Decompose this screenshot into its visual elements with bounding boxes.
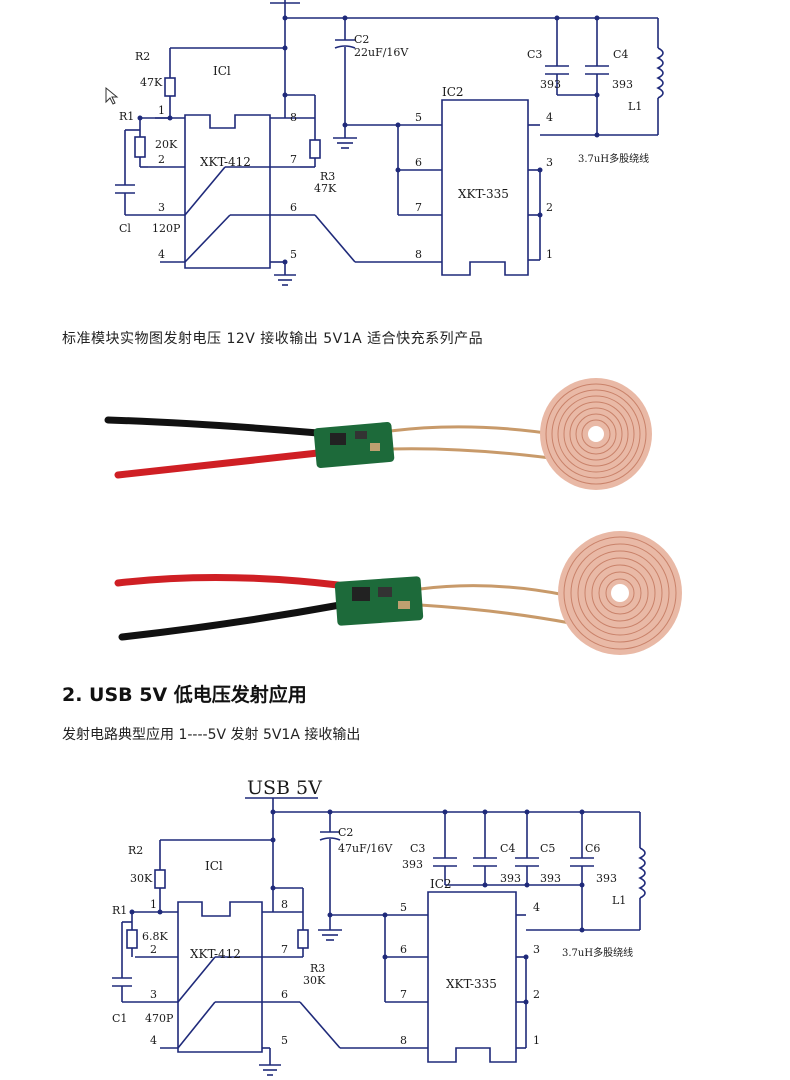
svg-text:6: 6 xyxy=(281,988,288,1001)
svg-text:7: 7 xyxy=(415,201,422,214)
module-upper xyxy=(104,378,652,490)
svg-text:4: 4 xyxy=(150,1034,157,1047)
c6-value-2: 393 xyxy=(596,872,617,885)
svg-text:6: 6 xyxy=(415,156,422,169)
r1-label-2: R1 xyxy=(112,904,127,917)
c1-value: 120P xyxy=(152,222,181,235)
l1-label: L1 xyxy=(628,100,642,113)
r3-value: 47K xyxy=(314,182,337,195)
svg-text:4: 4 xyxy=(533,901,540,914)
svg-text:3: 3 xyxy=(533,943,540,956)
svg-text:8: 8 xyxy=(281,898,288,911)
svg-text:3: 3 xyxy=(546,156,553,169)
top-schematic: ICl XKT-412 IC2 XKT-335 R2 47K R1 20K Cl… xyxy=(105,0,664,286)
c4-label: C4 xyxy=(613,48,628,61)
svg-text:5: 5 xyxy=(281,1034,288,1047)
svg-text:8: 8 xyxy=(415,248,422,261)
c3-value: 393 xyxy=(540,78,561,91)
ic1-label: ICl xyxy=(213,64,231,78)
c1-label: Cl xyxy=(119,222,131,235)
module-lower xyxy=(114,531,682,655)
c4-value: 393 xyxy=(612,78,633,91)
svg-text:5: 5 xyxy=(415,111,422,124)
c6-label-2: C6 xyxy=(585,842,600,855)
svg-text:2: 2 xyxy=(533,988,540,1001)
c5-label-2: C5 xyxy=(540,842,555,855)
r3-value-2: 30K xyxy=(303,974,326,987)
r1-label: R1 xyxy=(119,110,134,123)
coil-note-2: 3.7uH多股绕线 xyxy=(562,946,633,959)
c3-label: C3 xyxy=(527,48,542,61)
svg-text:1: 1 xyxy=(546,248,553,261)
c4-value-2: 393 xyxy=(500,872,521,885)
svg-text:3: 3 xyxy=(150,988,157,1001)
svg-text:7: 7 xyxy=(400,988,407,1001)
section-heading: 2. USB 5V 低电压发射应用 xyxy=(62,684,307,706)
svg-text:6: 6 xyxy=(290,201,297,214)
svg-text:2: 2 xyxy=(546,201,553,214)
r1-value-2: 6.8K xyxy=(142,930,168,943)
c4-label-2: C4 xyxy=(500,842,515,855)
svg-text:7: 7 xyxy=(290,153,297,166)
svg-text:8: 8 xyxy=(290,111,297,124)
ic2-label-2: IC2 xyxy=(430,877,452,891)
c3-label-2: C3 xyxy=(410,842,425,855)
ic1-part: XKT-412 xyxy=(200,155,251,169)
photo-caption: 标准模块实物图发射电压 12V 接收输出 5V1A 适合快充系列产品 xyxy=(62,331,484,347)
bottom-schematic: USB 5V xyxy=(112,777,646,1076)
svg-text:3: 3 xyxy=(158,201,165,214)
r3-label-2: R3 xyxy=(310,962,325,975)
r1-value: 20K xyxy=(155,138,178,151)
cursor-icon xyxy=(105,86,119,105)
svg-text:1: 1 xyxy=(533,1034,540,1047)
coil-note: 3.7uH多股绕线 xyxy=(578,152,649,165)
c1-value-2: 470P xyxy=(145,1012,174,1025)
svg-text:1: 1 xyxy=(150,898,157,911)
svg-text:1: 1 xyxy=(158,104,165,117)
svg-text:2: 2 xyxy=(150,943,157,956)
r2-label-2: R2 xyxy=(128,844,143,857)
c2-value-2: 47uF/16V xyxy=(338,842,393,855)
ic1-part-2: XKT-412 xyxy=(190,947,241,961)
l1-label-2: L1 xyxy=(612,894,626,907)
r2-value: 47K xyxy=(140,76,163,89)
ic2-label: IC2 xyxy=(442,85,464,99)
c2-label-2: C2 xyxy=(338,826,353,839)
ic2-part-2: XKT-335 xyxy=(446,977,497,991)
c5-value-2: 393 xyxy=(540,872,561,885)
r2-value-2: 30K xyxy=(130,872,153,885)
svg-text:7: 7 xyxy=(281,943,288,956)
svg-text:4: 4 xyxy=(546,111,553,124)
svg-text:4: 4 xyxy=(158,248,165,261)
ic2-part: XKT-335 xyxy=(458,187,509,201)
supply-label: USB 5V xyxy=(247,777,322,799)
r3-label: R3 xyxy=(320,170,335,183)
c1-label-2: C1 xyxy=(112,1012,127,1025)
module-photo xyxy=(104,378,682,655)
c2-value: 22uF/16V xyxy=(354,46,409,59)
section-subtitle: 发射电路典型应用 1----5V 发射 5V1A 接收输出 xyxy=(62,727,361,743)
r2-label: R2 xyxy=(135,50,150,63)
svg-text:5: 5 xyxy=(290,248,297,261)
svg-text:6: 6 xyxy=(400,943,407,956)
ic1-label-2: ICl xyxy=(205,859,223,873)
svg-text:2: 2 xyxy=(158,153,165,166)
svg-text:8: 8 xyxy=(400,1034,407,1047)
svg-text:5: 5 xyxy=(400,901,407,914)
c2-label: C2 xyxy=(354,33,369,46)
c3-value-2: 393 xyxy=(402,858,423,871)
